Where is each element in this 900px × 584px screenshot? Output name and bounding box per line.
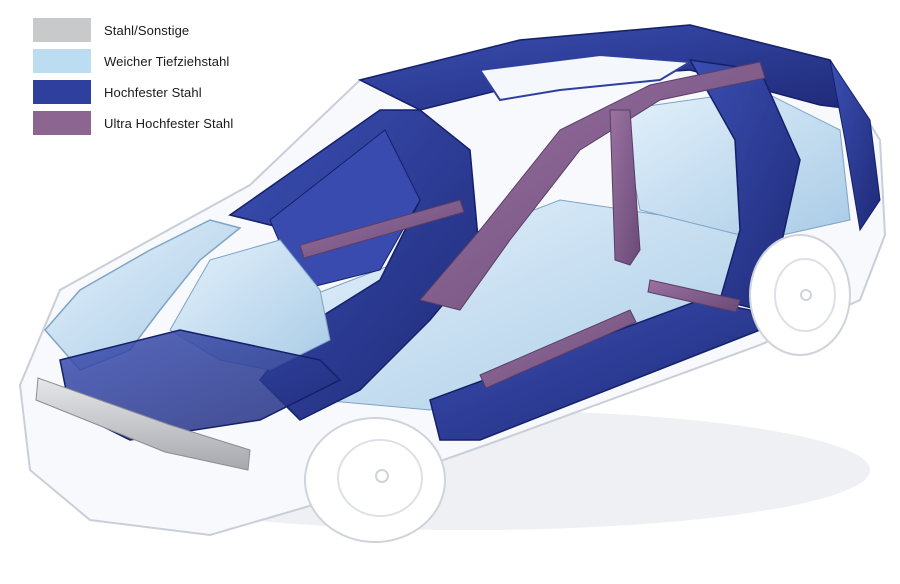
rear-wheel (749, 234, 851, 356)
front-bumper-beam (35, 377, 251, 471)
b-pillar-reinforcement (609, 109, 641, 266)
legend-swatch-light-blue (33, 49, 91, 73)
door-beam-front (479, 309, 637, 389)
legend-swatch-grey (33, 18, 91, 42)
legend-swatch-purple (33, 111, 91, 135)
door-beam-rear (647, 279, 741, 313)
legend-item-ultra-hochfester-stahl: Ultra Hochfester Stahl (33, 111, 233, 135)
legend-item-stahl-sonstige: Stahl/Sonstige (33, 18, 233, 42)
tailgate-frame (829, 59, 881, 232)
legend-label: Hochfester Stahl (104, 84, 202, 100)
a-pillar-reinforcement (419, 61, 766, 311)
legend-label: Stahl/Sonstige (104, 22, 190, 38)
legend-item-hochfester-stahl: Hochfester Stahl (33, 80, 233, 104)
front-wheel (304, 417, 446, 543)
roof-cross-reinforcement (299, 199, 465, 259)
legend-label: Ultra Hochfester Stahl (104, 115, 234, 131)
legend-swatch-dark-blue (33, 80, 91, 104)
sunroof-opening (478, 53, 694, 102)
material-legend: Stahl/Sonstige Weicher Tiefziehstahl Hoc… (33, 18, 233, 142)
legend-item-weicher-tiefziehstahl: Weicher Tiefziehstahl (33, 49, 233, 73)
legend-label: Weicher Tiefziehstahl (104, 53, 230, 69)
